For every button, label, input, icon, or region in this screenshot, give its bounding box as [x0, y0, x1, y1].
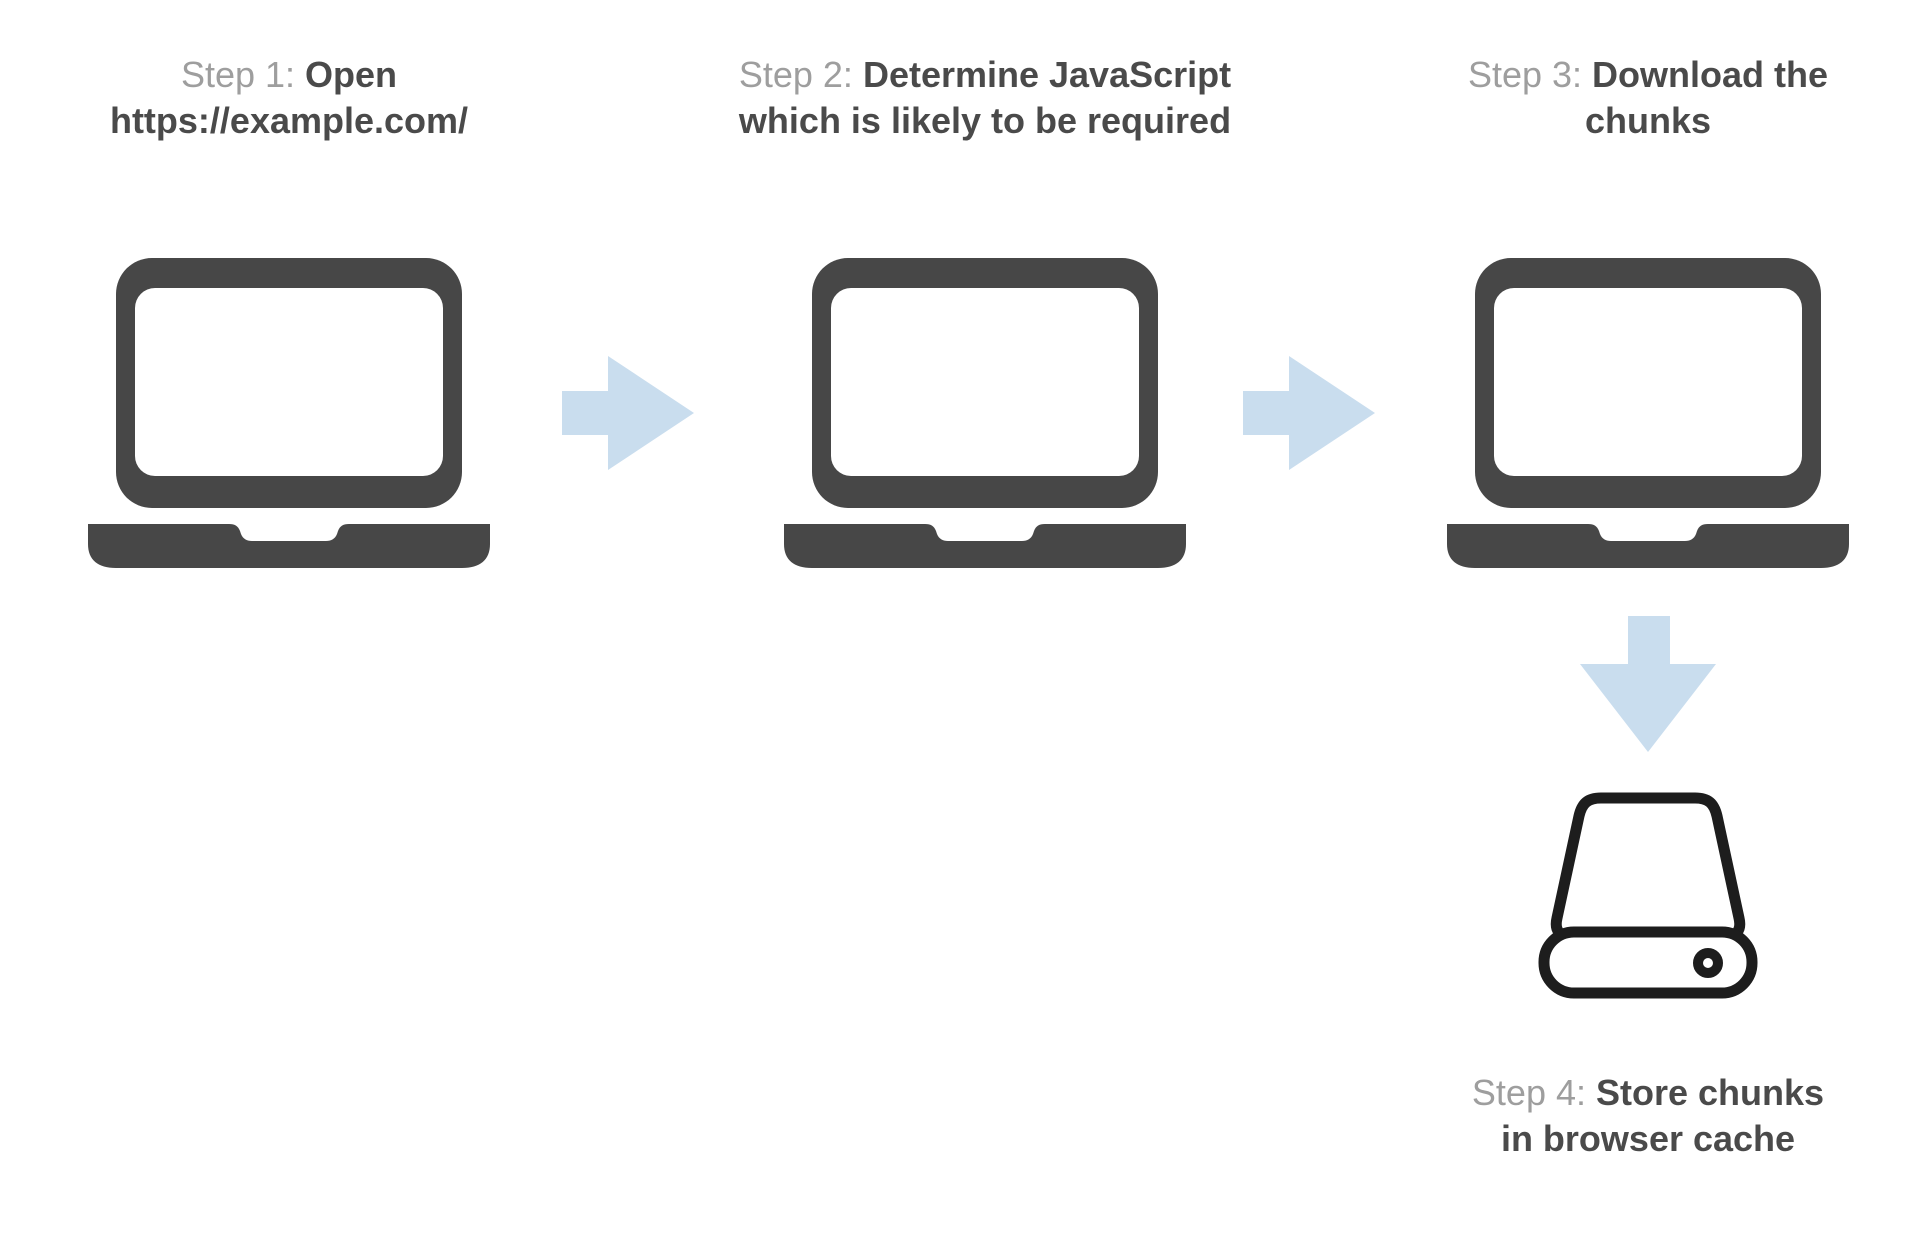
arrow-step2-to-step3: [1243, 347, 1375, 479]
step-1-label: Step 1:: [180, 54, 296, 95]
step-4-action-line2: in browser cache: [1500, 1118, 1796, 1159]
step-2-laptop: [782, 258, 1188, 568]
step-1-title: Step 1: Open https://example.com/: [9, 52, 569, 144]
step-3-title: Step 3: Download the chunks: [1368, 52, 1916, 144]
step-2-action: Determine JavaScript: [862, 54, 1232, 95]
step-4-action: Store chunks: [1596, 1072, 1825, 1113]
hard-drive-icon: [1538, 792, 1758, 999]
step-3-label: Step 3:: [1467, 54, 1583, 95]
arrow-right-icon: [1243, 356, 1375, 470]
step-3-action: Download the: [1592, 54, 1829, 95]
arrow-down-icon: [1580, 616, 1716, 752]
arrow-step3-to-step4: [1580, 616, 1716, 752]
step-4-title: Step 4: Store chunks in browser cache: [1368, 1070, 1916, 1162]
step-3-action-line2: chunks: [1584, 100, 1712, 141]
step-4-label: Step 4:: [1471, 1072, 1586, 1113]
step-2-label: Step 2:: [738, 54, 853, 95]
laptop-icon: [1447, 258, 1849, 568]
step-1-action: Open: [305, 54, 398, 95]
step-4-drive: [1537, 792, 1759, 1000]
arrow-right-icon: [562, 356, 694, 470]
step-2-title: Step 2: Determine JavaScript which is li…: [665, 52, 1305, 144]
step-2-action-line2: which is likely to be required: [738, 100, 1232, 141]
arrow-step1-to-step2: [562, 347, 694, 479]
step-3-laptop: [1445, 258, 1851, 568]
laptop-icon: [88, 258, 490, 568]
laptop-icon: [784, 258, 1186, 568]
step-1-action-line2: https://example.com/: [109, 100, 469, 141]
step-1-laptop: [86, 258, 492, 568]
